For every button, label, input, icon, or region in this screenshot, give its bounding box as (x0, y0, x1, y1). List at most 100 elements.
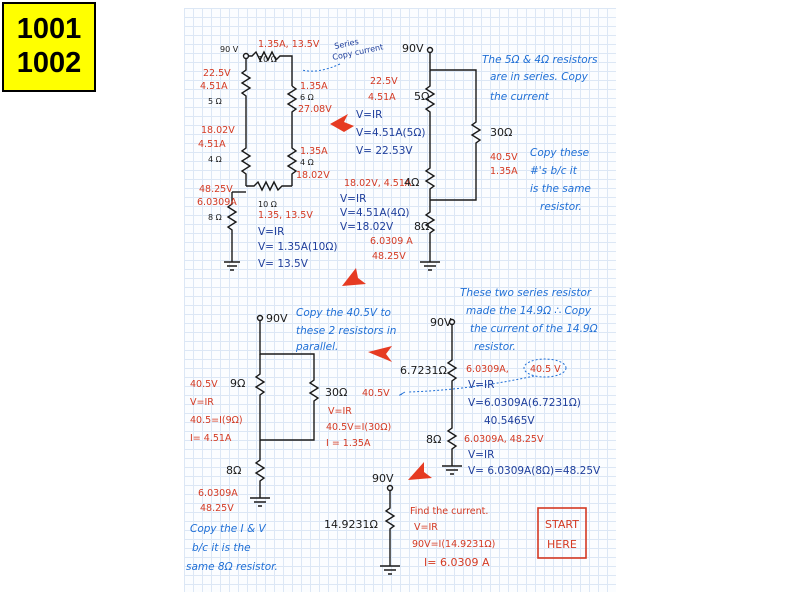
c3-note1-1: Copy the 40.5V to (296, 307, 391, 319)
c2-r1-calc-2: V=4.51A(5Ω) (356, 127, 425, 139)
c4-r1-i: 6.0309A, (466, 364, 509, 375)
circuit-2: 90V 22.5V 4.51A 5Ω V=IR V=4.51A(5Ω) V= 2… (340, 42, 598, 271)
c3-r9-calc-2: 40.5=I(9Ω) (190, 415, 243, 426)
c1-right-4ohm-resistor (286, 140, 298, 186)
circuit-5: 90V 14.9231Ω Find the current. V=IR 90V=… (324, 472, 587, 575)
c4-r1-calc-3: 40.5465V (484, 415, 535, 427)
c4-note-1: These two series resistor (460, 287, 592, 299)
c2-note1-3: the current (490, 91, 550, 103)
c2-note2-2: #'s b/c it (530, 165, 578, 177)
c3-r8-r: 8Ω (226, 464, 241, 477)
c5-calc-4: I= 6.0309 A (424, 556, 490, 569)
c3-r30-r: 30Ω (325, 386, 347, 399)
c1-top-r: 10 Ω (258, 55, 277, 64)
c4-r2-r: 8Ω (426, 433, 441, 446)
c1-left-5ohm-resistor (240, 58, 252, 118)
c3-series-resistors (254, 354, 266, 498)
c5-ground-icon (380, 565, 400, 575)
c3-r9-v: 40.5V (190, 379, 218, 390)
c5-calc-3: 90V=I(14.9231Ω) (412, 539, 495, 550)
c1-bottom-val: 1.35, 13.5V (258, 210, 313, 221)
c2-r1-r: 5Ω (414, 90, 429, 103)
c2-r1-i: 4.51A (368, 92, 396, 103)
c3-r30-calc-2: 40.5V=I(30Ω) (326, 422, 391, 433)
c1-top-val: 1.35A, 13.5V (258, 39, 320, 50)
c1-right-6ohm-resistor (286, 85, 298, 140)
c5-source-label: 90V (372, 472, 394, 485)
c4-source-label: 90V (430, 316, 452, 329)
c3-note2-1: Copy the I & V (190, 523, 267, 535)
circuit-3: 90V Copy the 40.5V to these 2 resistors … (186, 307, 406, 573)
c1-r1-v: 27.08V (298, 104, 332, 115)
c3-r8-v: 48.25V (200, 503, 234, 514)
c4-r2-vi: 6.0309A, 48.25V (464, 434, 544, 445)
c2-series-resistors (424, 52, 436, 262)
c1-l1-i: 4.51A (200, 81, 228, 92)
c1-r1-i: 1.35A (300, 81, 328, 92)
c1-r2-v: 18.02V (296, 170, 330, 181)
c1-calc-1: V=IR (258, 226, 284, 238)
c1-calc-2: V= 1.35A(10Ω) (258, 241, 337, 253)
red-arrow-4 (408, 462, 432, 480)
c3-r9-r: 9Ω (230, 377, 245, 390)
c2-note1-2: are in series. Copy (490, 71, 589, 83)
red-arrow-1 (330, 114, 354, 132)
c3-r9-calc-1: V=IR (190, 397, 214, 408)
c2-r3-v: 48.25V (372, 251, 406, 262)
c1-l2-v: 18.02V (201, 125, 235, 136)
c4-note-2: made the 14.9Ω ∴ Copy (466, 305, 592, 317)
c4-r1-calc-1: V=IR (468, 379, 494, 391)
c1-l3-v: 48.25V (199, 184, 233, 195)
c4-r1-v-highlight (523, 358, 567, 378)
red-arrow-2 (342, 268, 366, 286)
c2-r3-r: 8Ω (414, 220, 429, 233)
c4-r1-v: 40.5 V (530, 364, 561, 375)
c3-ground-icon (250, 497, 270, 507)
c1-bottom-r: 10 Ω (258, 200, 277, 209)
c2-ground-icon (420, 261, 440, 271)
c2-r1-calc-3: V= 22.53V (356, 145, 413, 157)
c1-l3-r: 8 Ω (208, 213, 222, 222)
c3-r30-calc-1: V=IR (328, 406, 352, 417)
c1-r2-r: 4 Ω (300, 158, 314, 167)
c4-copy-arrow (407, 375, 535, 393)
start-here-box (537, 507, 587, 559)
c3-note1-3: parallel. (295, 341, 338, 353)
c1-l3-i: 6.0309A (197, 197, 237, 208)
c1-note-arrow (301, 63, 341, 72)
c2-r2-calc-2: V=4.51A(4Ω) (340, 207, 409, 219)
c2-r3-i: 6.0309 A (370, 236, 413, 247)
c5-r: 14.9231Ω (324, 518, 378, 531)
c3-r30-calc-3: I = 1.35A (326, 438, 371, 449)
c3-note1-2: these 2 resistors in (296, 325, 396, 337)
c1-l2-r: 4 Ω (208, 155, 222, 164)
c2-r30-i: 1.35A (490, 166, 518, 177)
c3-r9-calc-3: I= 4.51A (190, 433, 232, 444)
c2-source-label: 90V (402, 42, 424, 55)
badge-line-2: 1002 (16, 47, 82, 79)
c3-source-label: 90V (266, 312, 288, 325)
c4-r1-r: 6.7231Ω (400, 364, 447, 377)
c2-note1-1: The 5Ω & 4Ω resistors (482, 54, 598, 66)
c2-r1-v: 22.5V (370, 76, 398, 87)
c1-bottom-resistor (246, 180, 292, 192)
start-here-line-2: HERE (547, 538, 577, 551)
c1-source-node (242, 52, 250, 60)
slide-number-badge: 1001 1002 (2, 2, 96, 92)
c1-r1-r: 6 Ω (300, 93, 314, 102)
c5-resistor (384, 490, 396, 566)
circuit-4: 90V These two series resistor made the 1… (400, 287, 601, 477)
c4-r2-calc-1: V=IR (468, 449, 494, 461)
c5-calc-2: V=IR (414, 522, 438, 533)
c1-calc-3: V= 13.5V (258, 258, 309, 270)
c1-left-4ohm-resistor (240, 118, 252, 186)
red-arrow-3 (368, 346, 392, 362)
c4-r1-calc-2: V=6.0309A(6.7231Ω) (468, 397, 581, 409)
c2-r2-calc-1: V=IR (340, 193, 366, 205)
c1-8ohm-resistor (226, 192, 238, 262)
c2-r2-r: 4Ω (404, 176, 419, 189)
c2-r1-calc-1: V=IR (356, 109, 382, 121)
badge-line-1: 1001 (16, 13, 82, 45)
c2-30ohm-branch (430, 69, 482, 201)
